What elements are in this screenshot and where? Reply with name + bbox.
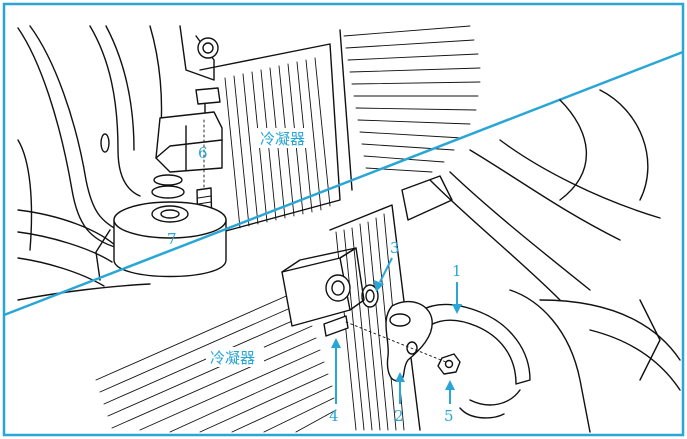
condenser-top-label: 冷凝器 [260, 130, 305, 148]
part-5-arrowhead [445, 380, 455, 390]
part-1-arrowhead [452, 304, 462, 314]
part-2-label: 2 [394, 407, 404, 425]
part-4-arrowhead [331, 338, 341, 348]
part-3-label: 3 [390, 239, 400, 257]
part-3-arrowhead [374, 280, 384, 292]
bottom-panel-drawing [95, 89, 681, 433]
part-1-label: 1 [452, 262, 462, 280]
condenser-top-label-bg [256, 128, 310, 148]
condenser-bottom-label: 冷凝器 [210, 349, 255, 367]
part-4-label: 4 [329, 407, 339, 425]
part-2-arrowhead [395, 372, 405, 382]
part-7-label: 7 [167, 230, 177, 248]
part-5-label: 5 [444, 407, 454, 425]
part-3-arrow [379, 257, 393, 283]
part-6-label: 6 [198, 144, 208, 162]
condenser-bottom-label-bg [206, 347, 264, 367]
panel-divider [3, 50, 684, 317]
top-panel-drawing [17, 25, 481, 301]
